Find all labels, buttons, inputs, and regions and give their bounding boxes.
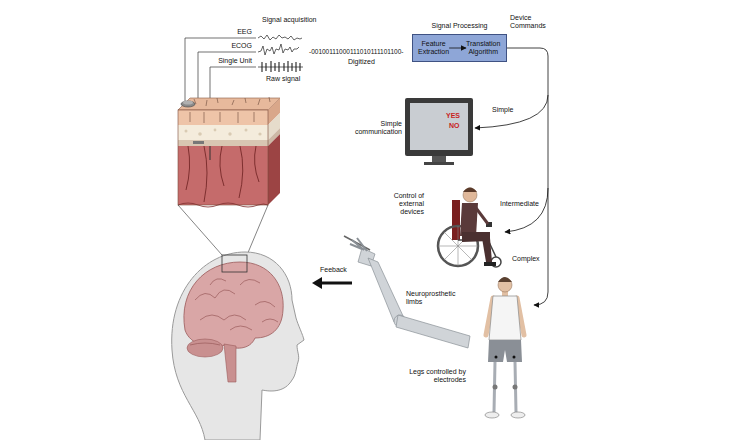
device-command-lines — [475, 48, 548, 305]
signal-caption: Raw signal — [266, 75, 300, 83]
process-step: Translation Algorithm — [466, 39, 500, 57]
output-label: Simple communication — [352, 120, 402, 136]
prosthetic-arm — [344, 236, 470, 348]
feedback-arrow — [312, 277, 352, 289]
process-step: Feature Extraction — [418, 39, 449, 57]
box-text: Translation Algorithm — [466, 40, 500, 56]
signal-name: EEG — [200, 28, 252, 36]
screen-text: NO — [449, 122, 460, 130]
monitor — [405, 98, 473, 165]
zoom-lines — [178, 205, 268, 255]
signal-name: Single Unit — [200, 57, 252, 65]
processing-fill — [412, 34, 507, 62]
output-label: Neuroprosthetic limbs — [406, 290, 464, 306]
head-profile — [172, 252, 304, 440]
command-level: Simple — [492, 106, 513, 114]
digital-bits: -00100111000111010111101100- — [309, 48, 403, 56]
raw-signals — [258, 35, 303, 72]
command-level: Intermediate — [500, 200, 539, 208]
output-label: Legs controlled by electrodes — [402, 368, 466, 384]
output-label: Control of external devices — [378, 192, 424, 216]
prosthetic-legs-figure — [485, 277, 525, 418]
arrow-label: Feeback — [320, 266, 347, 274]
screen-text: YES — [446, 112, 460, 120]
signal-caption: Digitized — [348, 58, 375, 66]
cortex-section — [178, 97, 280, 207]
flow-arrow — [449, 48, 466, 49]
stage-heading: Device Commands — [510, 14, 546, 30]
command-level: Complex — [512, 255, 540, 263]
wheelchair-user — [438, 188, 501, 268]
signal-name: ECOG — [200, 42, 252, 50]
box-text: Feature Extraction — [418, 40, 449, 56]
signal-processing-box: Signal ProcessingFeature ExtractionTrans… — [412, 34, 507, 62]
stage-heading: Signal acquisition — [262, 16, 316, 24]
box-heading: Signal Processing — [393, 22, 526, 30]
